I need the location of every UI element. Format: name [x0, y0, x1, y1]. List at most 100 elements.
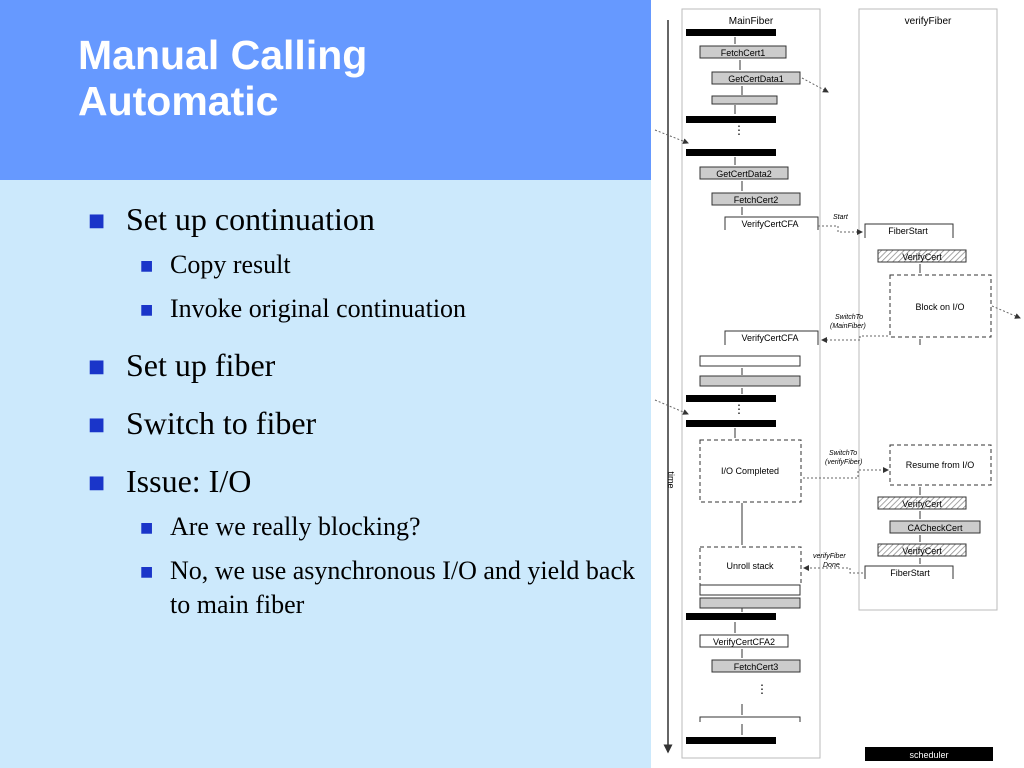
start-transition-label: Start: [833, 214, 849, 221]
bullet-text: Are we really blocking?: [170, 512, 421, 541]
sub-bullet-item: ■ Copy result: [88, 248, 648, 282]
scheduler-slice: [686, 613, 776, 620]
verifycert-box: [877, 496, 967, 510]
bullet-item: ■ Set up continuation: [88, 200, 648, 238]
cacheckcert-box: [889, 520, 981, 534]
done-label: Done: [823, 562, 840, 569]
verifycertcfa-bracket: [724, 330, 819, 345]
title-line: Automatic: [78, 78, 279, 124]
verifycert-label: VerifyCert: [902, 499, 942, 509]
io-request-arrow: [991, 305, 1021, 319]
resume-from-io-box: [889, 444, 992, 486]
fetchcert1-label: FetchCert1: [721, 48, 766, 58]
resume-from-io-label: Resume from I/O: [906, 460, 975, 470]
main-fiber-header: MainFiber: [729, 16, 774, 27]
bullet-item: ■ Issue: I/O: [88, 462, 648, 500]
bullet-item: ■Set up fiber: [88, 346, 648, 384]
scheduler-bar: [865, 747, 993, 761]
switch-to-main-arrow: [821, 335, 888, 343]
bullet-text: Set up continuation: [126, 201, 375, 237]
getcertdata2-label: GetCertData2: [716, 169, 772, 179]
io-completed-box: [699, 439, 802, 503]
scheduler-slice: [686, 116, 776, 123]
verifycert-label: VerifyCert: [902, 252, 942, 262]
verifycert-box: [877, 543, 967, 557]
io-request-arrow: [801, 77, 829, 93]
fetchcert2-box: [711, 192, 801, 206]
bullet-text: No, we use asynchronous I/O and yield ba…: [170, 556, 635, 619]
square-bullet-icon: ■: [88, 356, 106, 377]
fiberstart-label: FiberStart: [890, 568, 930, 578]
verifycertcfa-label: VerifyCertCFA: [741, 333, 798, 343]
stack-frame-box: [699, 375, 801, 387]
bullet-item: ■ Switch to fiber: [88, 404, 648, 442]
title-line: Manual Calling: [78, 32, 368, 78]
ellipsis-dots: ⋮: [756, 682, 768, 696]
fiberstart-bracket: [864, 565, 954, 579]
slide-title: Manual Calling Automatic: [78, 32, 367, 124]
verify-fiber-done-label: verifyFiber: [813, 553, 846, 560]
square-bullet-icon: ■: [140, 520, 154, 536]
start-transition-arrow: [818, 225, 863, 235]
square-bullet-icon: ■: [88, 472, 106, 493]
verifycert-label: VerifyCert: [902, 546, 942, 556]
switch-to-label: SwitchTo: [829, 450, 857, 457]
bullet-list: ■ Set up continuation ■ Copy result ■ Invok…: [88, 200, 648, 622]
block-on-io-label: Block on I/O: [915, 302, 964, 312]
io-return-arrow: [654, 399, 689, 415]
bullet-text: Issue: I/O: [126, 463, 252, 499]
switch-to-verify-arrow: [803, 467, 889, 479]
square-bullet-icon: ■: [140, 258, 154, 274]
getcertdata1-label: GetCertData1: [728, 74, 784, 84]
io-completed-label: I/O Completed: [721, 466, 779, 476]
verifycertcfa-label: VerifyCertCFA: [741, 219, 798, 229]
stack-frame-box: [711, 95, 778, 105]
bullet-text: Invoke original continuation: [170, 294, 467, 323]
main-fiber-target-label: (MainFiber): [830, 323, 866, 330]
ellipsis-dots: ⋮: [733, 402, 745, 416]
getcertdata1-box: [711, 71, 801, 85]
title-band: [0, 0, 651, 180]
verify-fiber-frame: [858, 8, 998, 611]
scheduler-slice: [686, 737, 776, 744]
fetchcert2-label: FetchCert2: [734, 195, 779, 205]
sub-bullet-item: ■ Are we really blocking?: [88, 510, 648, 544]
fetchcert3-box: [711, 659, 801, 673]
cacheckcert-label: CACheckCert: [907, 523, 963, 533]
bullet-text: Switch to fiber: [126, 405, 317, 441]
verifycertcfa2-box: [699, 634, 789, 648]
stack-frame-box: [699, 584, 801, 596]
switch-to-label: SwitchTo: [835, 314, 863, 321]
fiber-diagram: MainFiber verifyFiber time FetchCert1 Ge…: [651, 0, 1024, 768]
verifycert-box: [877, 249, 967, 263]
verifycertcfa-bracket: [724, 216, 819, 230]
getcertdata2-box: [699, 166, 789, 180]
fetchcert3-label: FetchCert3: [734, 662, 779, 672]
time-axis-label: time: [666, 471, 676, 488]
verify-fiber-header: verifyFiber: [905, 16, 952, 27]
scheduler-slice: [686, 149, 776, 156]
sub-bullet-item: ■ Invoke original continuation: [88, 292, 648, 326]
stack-frame-box: [699, 597, 801, 609]
bullet-text: Copy result: [170, 250, 291, 279]
fiberstart-bracket: [864, 223, 954, 238]
ellipsis-dots: ⋮: [733, 123, 745, 137]
stack-frame-bracket: [699, 716, 801, 722]
fiberstart-label: FiberStart: [888, 226, 928, 236]
square-bullet-icon: ■: [88, 210, 106, 231]
unroll-stack-box: [699, 546, 802, 586]
square-bullet-icon: ■: [140, 302, 154, 318]
verify-fiber-target-label: (verifyFiber): [825, 459, 862, 466]
scheduler-slice: [686, 29, 776, 36]
scheduler-slice: [686, 420, 776, 427]
flow-arrows: [734, 37, 743, 735]
square-bullet-icon: ■: [88, 414, 106, 435]
stack-frame-box: [699, 355, 801, 367]
scheduler-label: scheduler: [909, 750, 948, 760]
square-bullet-icon: ■: [140, 564, 154, 580]
block-on-io-box: [889, 274, 992, 338]
fetchcert1-box: [699, 45, 787, 59]
io-return-arrow: [654, 129, 689, 144]
scheduler-slice: [686, 395, 776, 402]
fiber-diagram-svg: MainFiber verifyFiber time FetchCert1 Ge…: [654, 8, 1021, 761]
